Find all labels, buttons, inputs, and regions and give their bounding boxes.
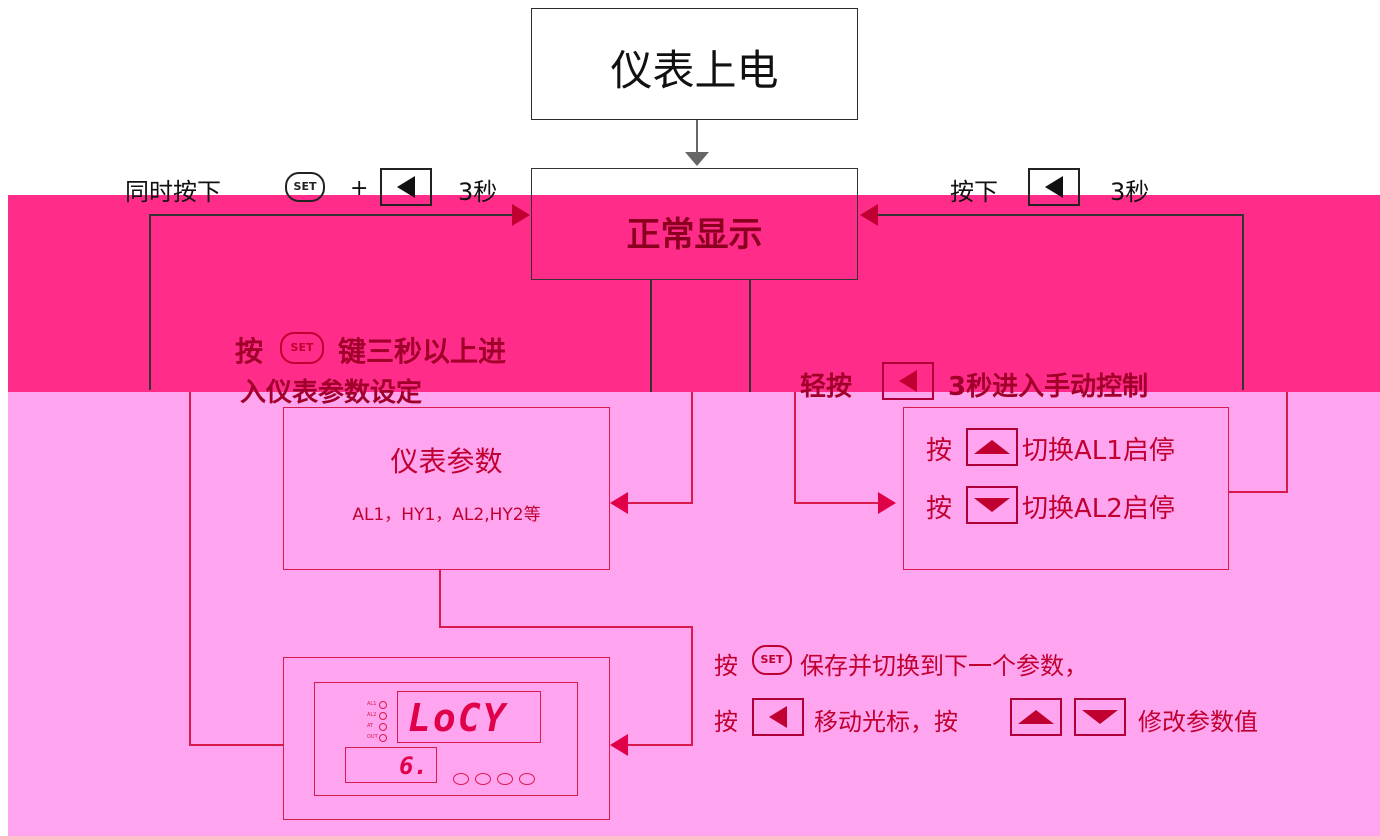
move-pre: 按 (714, 708, 738, 736)
left-arrow-icon (1045, 176, 1063, 198)
sv-display: 6. (345, 747, 437, 783)
left-key-box (380, 168, 432, 206)
enter-params-pre: 按 (235, 335, 264, 368)
move-down-key-box (1074, 698, 1126, 736)
left-arrow-icon (397, 176, 415, 198)
power-on-box: 仪表上电 (531, 8, 858, 120)
save-post: 保存并切换到下一个参数， (800, 652, 1088, 680)
pv-display: LoCY (397, 691, 541, 743)
manual-pre: 轻按 (800, 372, 853, 402)
left-top-plus: + (350, 176, 369, 201)
right-top-post: 3秒 (1110, 178, 1150, 206)
left-top-pre: 同时按下 (125, 178, 221, 206)
params-list: AL1，HY1，AL2,HY2等 (352, 505, 541, 525)
down-key-al2 (966, 486, 1018, 524)
set-key-icon: SET (752, 645, 792, 675)
normal-display-box: 正常显示 (531, 168, 858, 280)
manual-left-key-box (882, 362, 934, 400)
move-post: 修改参数值 (1138, 708, 1258, 736)
led-indicator (379, 701, 387, 709)
manual-post: 3秒进入手动控制 (948, 372, 1149, 402)
switch-al2-post: 切换AL2启停 (1022, 494, 1175, 524)
panel-up-key (519, 773, 535, 785)
panel-set-key (453, 773, 469, 785)
highlight-band-bottom (8, 392, 1380, 836)
move-left-key-box (752, 698, 804, 736)
pv-value: LoCY (408, 696, 508, 740)
save-pre: 按 (714, 652, 738, 680)
led-label: AL2 (367, 712, 377, 718)
enter-params-post: 键三秒以上进 (338, 335, 507, 368)
left-arrow-icon (769, 706, 787, 728)
panel-face: AL1 AL2 AT OUT LoCY 6. (314, 682, 578, 796)
enter-params-line2: 入仪表参数设定 (240, 378, 423, 408)
led-label: OUT (367, 734, 378, 740)
switch-al2-pre: 按 (926, 494, 953, 524)
right-top-pre: 按下 (950, 178, 998, 206)
set-key-icon: SET (285, 172, 325, 202)
normal-display-label: 正常显示 (626, 215, 763, 255)
left-top-post: 3秒 (458, 178, 498, 206)
panel-down-key (497, 773, 513, 785)
move-up-key-box (1010, 698, 1062, 736)
manual-control-box: 按 切换AL1启停 按 切换AL2启停 (903, 407, 1229, 570)
move-mid: 移动光标，按 (814, 708, 958, 736)
led-indicator (379, 723, 387, 731)
led-label: AL1 (367, 701, 377, 707)
instrument-panel: AL1 AL2 AT OUT LoCY 6. (283, 657, 610, 820)
down-arrow-icon (974, 498, 1010, 512)
up-key-al1 (966, 428, 1018, 466)
params-box: 仪表参数 AL1，HY1，AL2,HY2等 (283, 407, 610, 570)
set-key-icon: SET (280, 332, 324, 364)
up-arrow-icon (974, 440, 1010, 454)
sv-value: 6. (399, 752, 428, 780)
right-left-key-box (1028, 168, 1080, 206)
down-arrow-icon (1082, 710, 1118, 724)
led-label: AT (367, 723, 374, 729)
switch-al1-pre: 按 (926, 436, 953, 466)
switch-al1-post: 切换AL1启停 (1022, 436, 1175, 466)
panel-left-key (475, 773, 491, 785)
highlight-band-top (8, 195, 1380, 392)
led-indicator (379, 712, 387, 720)
params-title: 仪表参数 (390, 445, 503, 478)
left-arrow-icon (899, 370, 917, 392)
up-arrow-icon (1018, 710, 1054, 724)
power-on-label: 仪表上电 (610, 46, 779, 95)
led-indicator (379, 734, 387, 742)
